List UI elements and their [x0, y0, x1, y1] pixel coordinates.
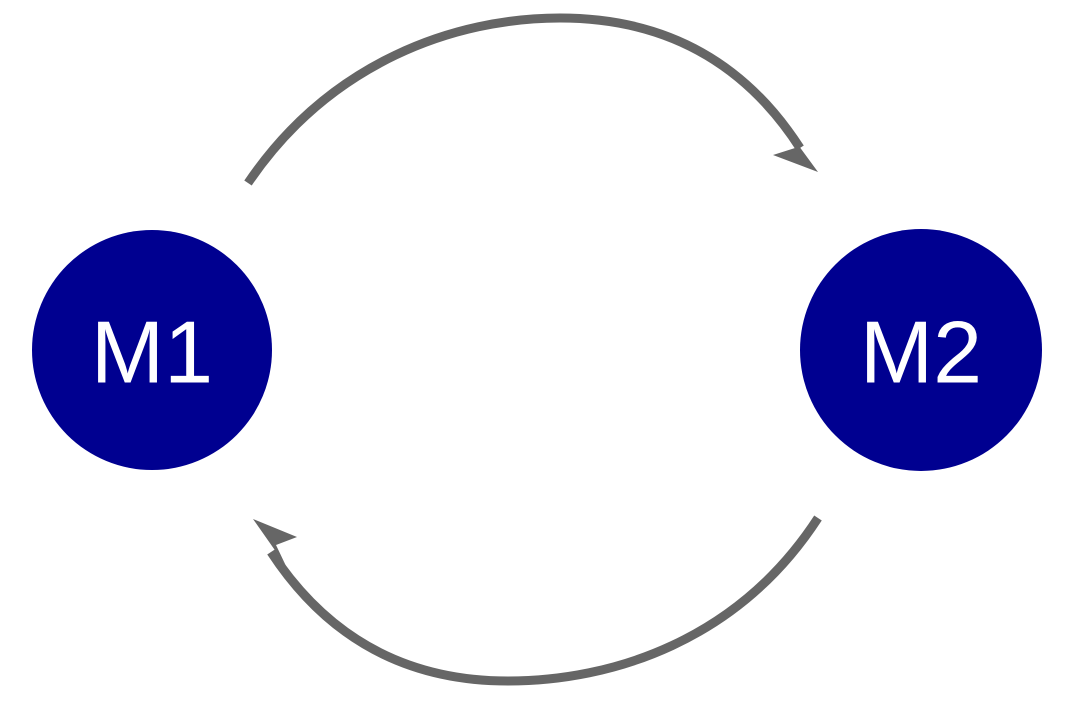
edge-m2-to-m1[interactable] [253, 515, 822, 686]
node-m2-circle [800, 229, 1042, 471]
edge-m2-to-m1-arrowhead [253, 519, 297, 566]
edge-m1-to-m2-arc [244, 13, 804, 186]
edge-m1-to-m2[interactable] [244, 13, 818, 186]
node-m1-circle [32, 230, 272, 470]
node-m2[interactable]: M2 [800, 229, 1042, 471]
edge-m1-to-m2-arrowhead [773, 127, 818, 172]
node-m1-label: M1 [91, 303, 213, 402]
node-m2-label: M2 [860, 303, 982, 402]
node-m1[interactable]: M1 [32, 230, 272, 470]
edge-m2-to-m1-arc [267, 515, 822, 686]
